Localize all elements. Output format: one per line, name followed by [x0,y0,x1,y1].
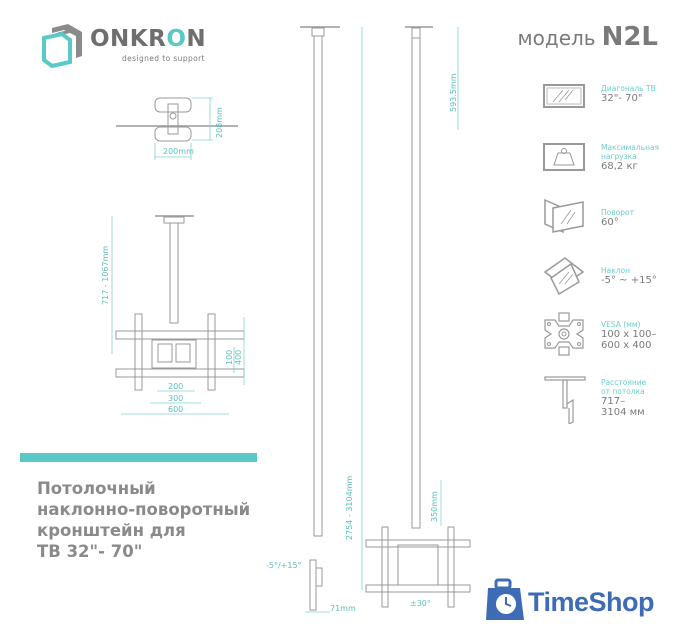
spec-label: Наклон [601,266,631,275]
spec-value: 717– [601,396,626,407]
spec-label: от потолка [601,387,645,396]
title-line: наклонно-поворотный [37,500,251,519]
dim-depth: 71mm [330,604,356,613]
dim-swivel: ±30° [410,599,431,608]
timeshop-watermark: TimeShop [528,587,655,617]
timeshop-clock-bag-icon [486,578,524,620]
spec-label: VESA (мм) [601,320,641,329]
dim-total-length: 2754 - 3104mm [345,476,354,540]
top-view-drawing [116,97,238,142]
max-load-weight-icon [543,143,585,171]
spec-label: Максимальная [601,143,660,152]
title-line: кронштейн для [37,521,186,540]
spec-max-load: Максимальная нагрузка 68,2 кг [543,143,673,179]
dim-bottom-section: 350mm [430,491,439,522]
spec-tilt: Наклон -5° ~ +15° [543,256,673,296]
tv-diagonal-icon [543,84,585,108]
spec-label: нагрузка [601,152,637,161]
product-title: Потолочный наклонно-поворотный кронштейн… [37,478,277,562]
dim-vesa-600: 600 [168,405,183,414]
technical-drawing: 200mm 208mm 717 - 1067mm 200 300 600 100… [101,26,471,613]
swivel-icon [544,198,584,234]
dim-front-height: 717 - 1067mm [101,246,110,305]
spec-label: Расстояние [601,378,647,387]
spec-label: Поворот [601,208,634,217]
spec-diagonal: Диагональ ТВ 32"- 70" [543,84,673,114]
dim-vesa-400: 400 [234,350,243,365]
dim-vesa-300: 300 [168,394,183,403]
onkron-logo: ONKRON designed to support [38,22,238,68]
dim-top-section: 593.5mm [449,73,458,112]
title-line: Потолочный [37,479,156,498]
spec-value: 60° [601,217,619,228]
dim-top-height: 208mm [215,107,224,138]
title-line: ТВ 32"- 70" [37,542,143,561]
accent-bar [20,453,257,462]
vesa-plate-icon [544,312,584,356]
spec-label: Диагональ ТВ [601,84,656,93]
dim-vesa-200: 200 [168,382,183,391]
ceiling-distance-icon [544,376,586,424]
model-label: модель [517,26,596,50]
spec-vesa: VESA (мм) 100 x 100– 600 x 400 [543,312,673,356]
spec-value: 32"- 70" [601,93,643,104]
spec-value: 600 x 400 [601,340,652,351]
tilt-icon [543,257,585,296]
spec-value: 68,2 кг [601,161,638,172]
spec-swivel: Поворот 60° [543,198,673,238]
dim-vesa-100: 100 [225,350,234,365]
side-view-pole [300,26,340,611]
brand-tagline: designed to support [122,54,205,63]
model-value: N2L [601,22,658,52]
rear-view-pole [365,26,471,608]
brand-name: ONKRON [90,26,207,52]
spec-value: -5° ~ +15° [601,275,657,286]
dim-top-width: 200mm [163,147,194,156]
onkron-cube-icon [42,24,82,68]
spec-value: 100 x 100– [601,329,657,340]
spec-value: 3104 мм [601,407,645,418]
dim-tilt: -5°/+15° [266,561,302,570]
spec-ceiling-distance: Расстояние от потолка 717– 3104 мм [543,374,673,432]
